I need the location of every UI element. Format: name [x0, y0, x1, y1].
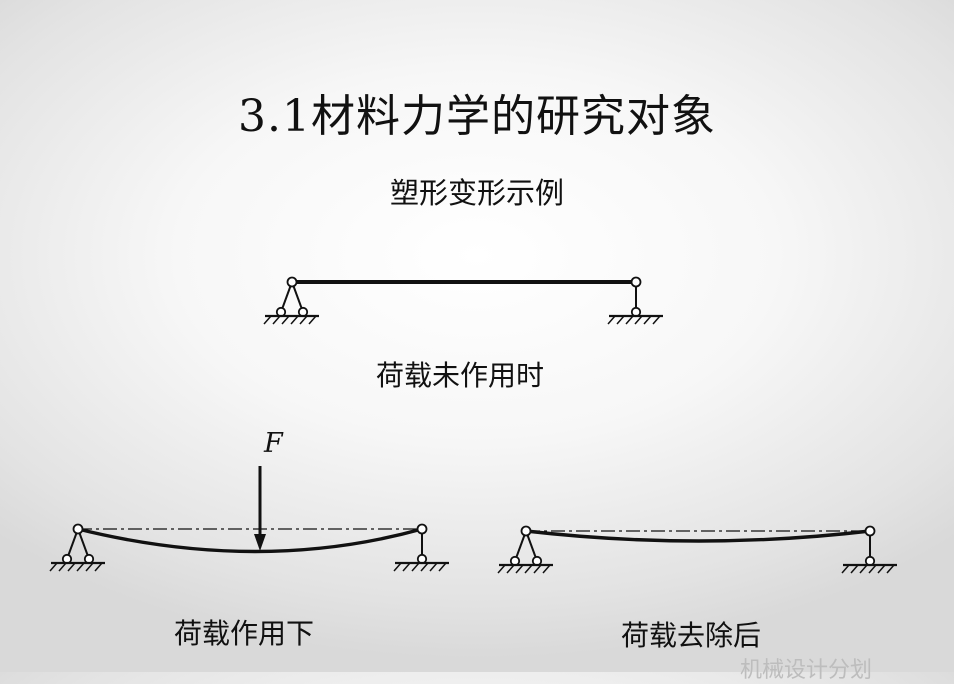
pin-support-left — [262, 276, 321, 326]
page-title: 3.1材料力学的研究对象 — [238, 91, 716, 142]
force-label: F — [264, 428, 283, 459]
watermark: 机械设计分划 — [740, 658, 873, 683]
roller-support-right — [606, 276, 665, 326]
beam-after-removal — [496, 525, 899, 575]
roller-support-right — [392, 523, 451, 573]
caption-removed: 荷载去除后 — [621, 619, 762, 652]
pin-support-left — [48, 523, 107, 573]
page-subtitle: 塑形变形示例 — [389, 176, 564, 210]
caption-loaded: 荷载作用下 — [174, 617, 315, 650]
beam-unloaded — [262, 276, 665, 326]
beam-loaded — [48, 466, 451, 573]
caption-unloaded: 荷载未作用时 — [376, 359, 545, 392]
